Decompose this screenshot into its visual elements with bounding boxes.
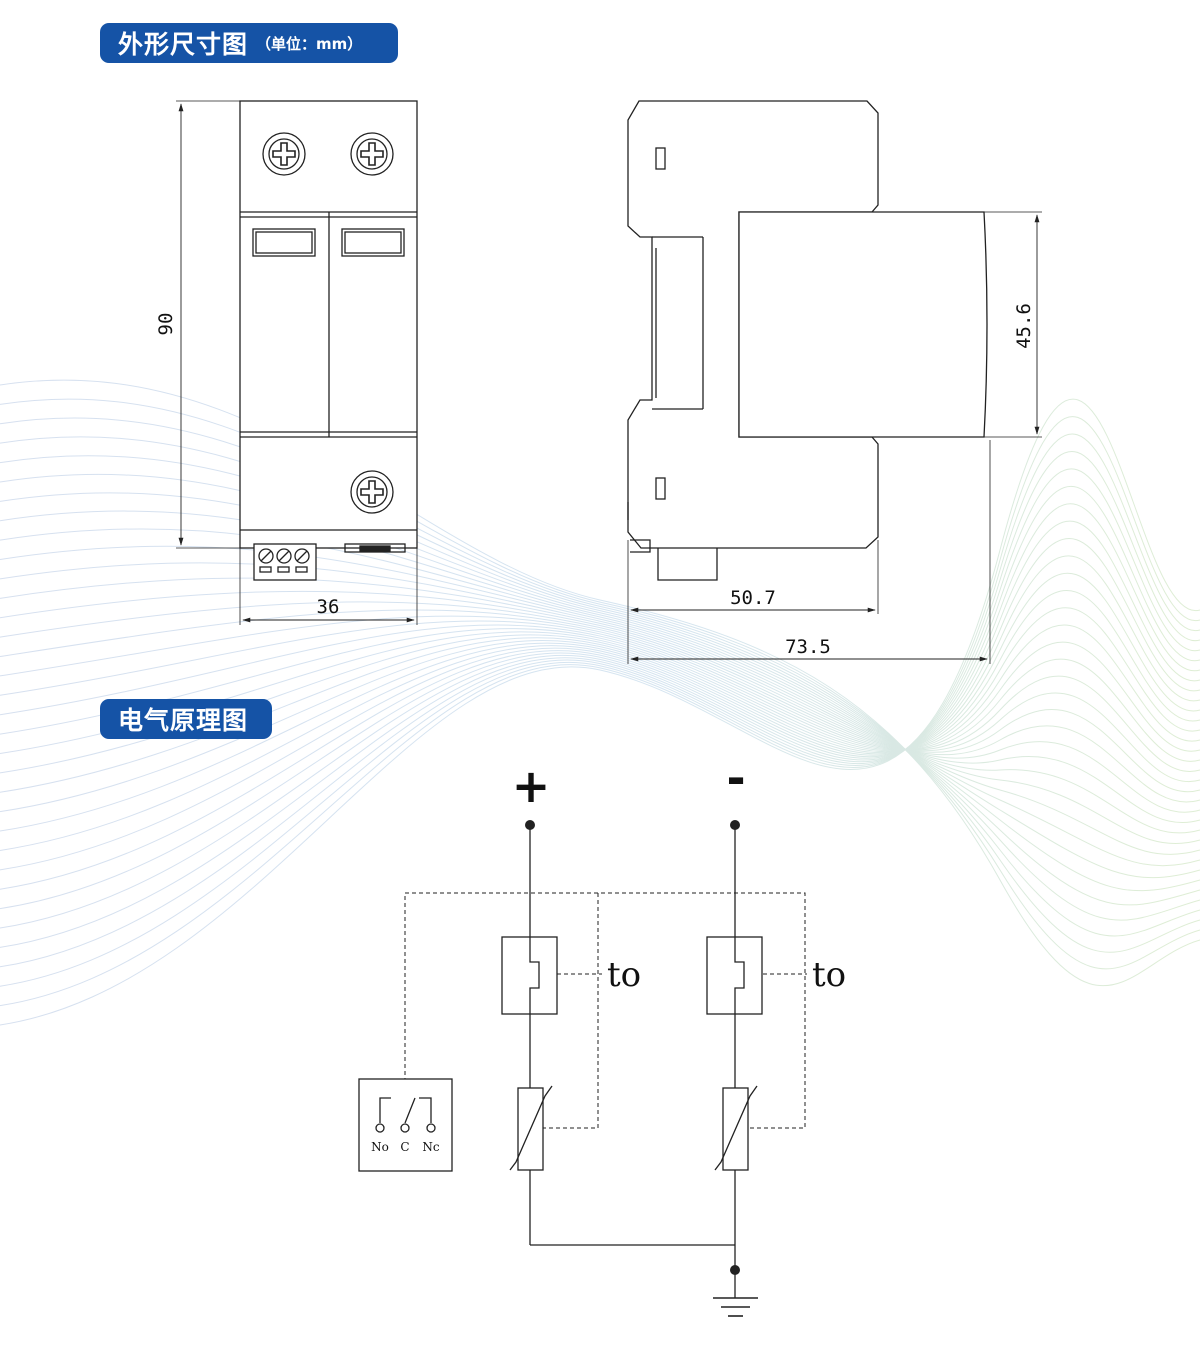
thermal-linkage-dashed [404,892,807,1129]
ground-icon [713,1270,758,1317]
dimension-height [176,100,240,549]
terminal-screw-icon [350,470,394,514]
remote-signal-contact [358,1078,453,1172]
section-badge-schematic: 电气原理图 [100,699,272,739]
terminal-label-no: No [371,1140,389,1154]
dimension-module-height [984,211,1042,438]
section-unit-label: （单位：mm） [256,34,363,53]
section-title-dimensions: 外形尺寸图 [118,30,249,59]
thermal-label-negative: to [812,955,846,995]
terminal-label-c: C [400,1140,409,1154]
height-dimension-label: 90 [155,313,177,336]
front-view [176,100,418,625]
terminal-screw-icon [262,132,306,176]
dimension-depth-2 [630,440,991,664]
side-view [627,100,1042,664]
positive-polarity-label: + [512,759,551,813]
width-dimension-label: 36 [317,596,340,618]
terminal-label-nc: Nc [422,1140,440,1154]
module-height-dimension-label: 45.6 [1013,303,1035,349]
terminal-screw-icon [350,132,394,176]
section-badge-dimensions: 外形尺寸图 （单位：mm） [100,23,398,63]
dimension-width [239,548,418,625]
depth-dimension-label-1: 50.7 [730,587,776,609]
section-title-schematic: 电气原理图 [118,706,249,735]
depth-dimension-label-2: 73.5 [785,636,831,658]
circuit-schematic [358,820,807,1317]
negative-polarity-label: - [726,751,745,805]
remote-signal-connector [253,543,317,581]
dimension-depth-1 [627,540,879,664]
thermal-label-positive: to [607,955,641,995]
